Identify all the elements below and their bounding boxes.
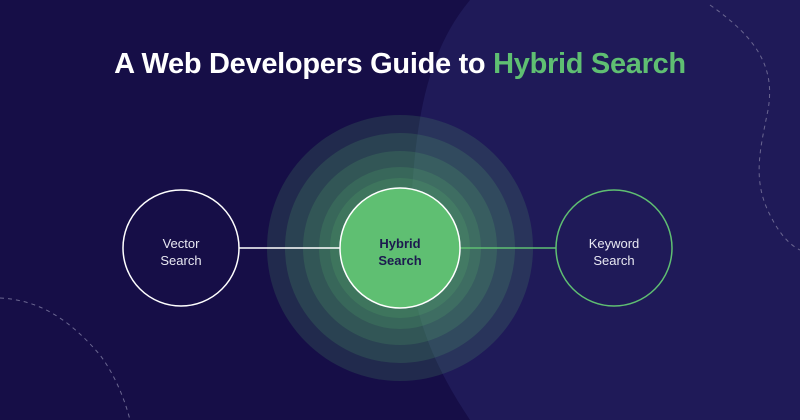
vector-label-line2: Search xyxy=(160,253,202,268)
hybrid-label-line1: Hybrid xyxy=(379,236,421,251)
keyword-search-node xyxy=(555,189,673,307)
hybrid-search-node xyxy=(339,187,461,309)
page-title: A Web Developers Guide to Hybrid Search xyxy=(0,48,800,81)
vector-label-line1: Vector xyxy=(162,236,200,251)
keyword-search-label: Keyword Search xyxy=(554,235,674,269)
title-prefix: A Web Developers Guide to xyxy=(114,48,494,80)
dashed-curve-bottom-left xyxy=(0,297,131,420)
hybrid-search-label: Hybrid Search xyxy=(340,235,460,269)
keyword-label-line2: Search xyxy=(593,253,635,268)
title-highlight: Hybrid Search xyxy=(493,48,686,80)
vector-search-node xyxy=(122,189,240,307)
background-blob xyxy=(409,0,800,420)
vector-search-label: Vector Search xyxy=(121,235,241,269)
dashed-curve-top-right xyxy=(709,4,800,251)
hybrid-label-line2: Search xyxy=(378,253,422,268)
keyword-label-line1: Keyword xyxy=(588,236,640,251)
